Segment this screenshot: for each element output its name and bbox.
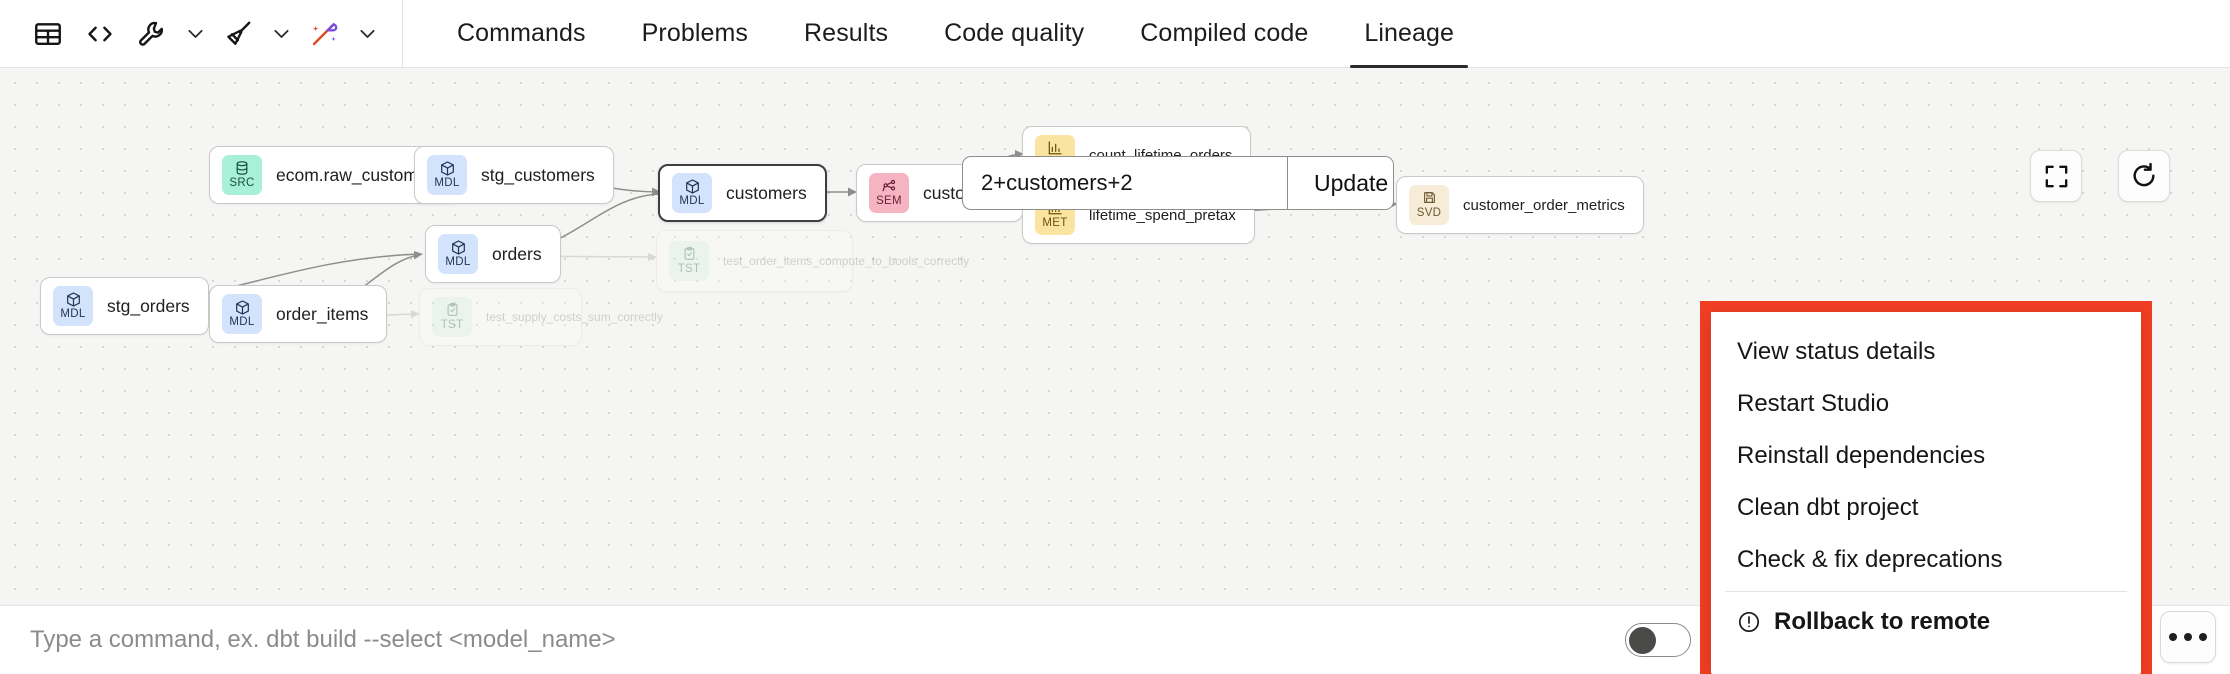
broom-icon[interactable] xyxy=(212,8,264,60)
tab-lineage[interactable]: Lineage xyxy=(1336,0,1482,68)
selector-input[interactable] xyxy=(963,157,1287,209)
graph-node-stg-customers[interactable]: MDL stg_customers xyxy=(414,146,614,204)
warning-circle-icon xyxy=(1737,610,1761,634)
ellipsis-dot xyxy=(2169,633,2177,641)
node-label: stg_customers xyxy=(481,164,595,185)
node-label: ecom.raw_customers xyxy=(276,164,443,185)
toggle-knob xyxy=(1628,626,1656,654)
badge-text: TST xyxy=(440,319,464,332)
cube-icon xyxy=(234,299,251,316)
code-view-icon[interactable] xyxy=(74,8,126,60)
sem-badge: SEM xyxy=(869,173,909,213)
ellipsis-dot xyxy=(2184,633,2192,641)
semantic-graph-icon xyxy=(881,178,897,195)
graph-node-orders[interactable]: MDL orders xyxy=(425,225,561,283)
node-label: order_items xyxy=(276,303,369,324)
tab-bar: Commands Problems Results Code quality C… xyxy=(403,0,1482,68)
magic-wand-chevron-down-icon[interactable] xyxy=(350,8,384,60)
defer-toggle[interactable] xyxy=(1624,623,1691,657)
menu-item-check-fix-deprecations[interactable]: Check & fix deprecations xyxy=(1711,534,2141,586)
menu-item-label: View status details xyxy=(1737,338,1936,365)
fullscreen-button[interactable] xyxy=(2030,150,2082,202)
tab-code-quality[interactable]: Code quality xyxy=(944,19,1085,47)
selector-search-bar: Update Graph xyxy=(962,156,1394,210)
badge-text: MDL xyxy=(445,256,471,269)
tab-results[interactable]: Results xyxy=(804,19,889,47)
wrench-icon[interactable] xyxy=(126,8,178,60)
badge-text: MDL xyxy=(434,177,460,190)
badge-text: SVD xyxy=(1416,207,1442,220)
mdl-badge: MDL xyxy=(53,286,93,326)
tab-problems[interactable]: Problems xyxy=(641,19,749,47)
menu-item-rollback-to-remote[interactable]: Rollback to remote xyxy=(1711,596,2141,648)
tab-compiled-code[interactable]: Compiled code xyxy=(1140,19,1309,47)
icon-toolbar xyxy=(0,0,403,68)
menu-item-label: Restart Studio xyxy=(1737,390,1890,417)
save-disk-icon xyxy=(1422,190,1437,207)
menu-item-clean-dbt-project[interactable]: Clean dbt project xyxy=(1711,482,2141,534)
clipboard-check-icon xyxy=(445,302,460,319)
wrench-chevron-down-icon[interactable] xyxy=(178,8,212,60)
mdl-badge: MDL xyxy=(672,173,712,213)
badge-text: SRC xyxy=(229,177,255,190)
graph-node-customer-order-metrics[interactable]: SVD customer_order_metrics xyxy=(1396,176,1644,234)
badge-text: SEM xyxy=(876,195,902,208)
mdl-badge: MDL xyxy=(438,234,478,274)
more-options-button[interactable] xyxy=(2160,611,2216,663)
ellipsis-dot xyxy=(2199,633,2207,641)
node-label: test_supply_costs_sum_correctly xyxy=(486,310,663,324)
node-label: stg_orders xyxy=(107,295,190,316)
cube-icon xyxy=(450,239,467,256)
menu-divider xyxy=(1725,591,2127,592)
graph-node-customers-model[interactable]: MDL customers xyxy=(658,164,827,222)
cube-icon xyxy=(439,160,456,177)
badge-text: TST xyxy=(677,263,701,276)
node-label: customers xyxy=(726,182,807,203)
studio-context-menu: View status details Restart Studio Reins… xyxy=(1711,312,2141,674)
menu-item-label: Rollback to remote xyxy=(1774,608,1991,635)
database-icon xyxy=(234,160,250,177)
graph-node-order-items[interactable]: MDL order_items xyxy=(209,285,388,343)
svd-badge: SVD xyxy=(1409,185,1449,225)
command-input[interactable] xyxy=(22,626,1625,654)
bar-chart-icon xyxy=(1047,140,1063,157)
tst-badge: TST xyxy=(432,297,472,337)
menu-item-label: Reinstall dependencies xyxy=(1737,442,1986,469)
magic-wand-icon[interactable] xyxy=(298,8,350,60)
graph-node-test-order-items[interactable]: TST test_order_items_compute_to_bools_co… xyxy=(656,230,970,292)
badge-text: MDL xyxy=(60,308,86,321)
badge-text: MET xyxy=(1042,217,1068,230)
refresh-button[interactable] xyxy=(2118,150,2170,202)
table-view-icon[interactable] xyxy=(22,8,74,60)
src-badge: SRC xyxy=(222,155,262,195)
cube-icon xyxy=(65,291,82,308)
mdl-badge: MDL xyxy=(427,155,467,195)
graph-node-stg-orders[interactable]: MDL stg_orders xyxy=(40,277,209,335)
top-toolbar: Commands Problems Results Code quality C… xyxy=(0,0,2230,68)
menu-item-restart-studio[interactable]: Restart Studio xyxy=(1711,378,2141,430)
menu-item-label: Check & fix deprecations xyxy=(1737,546,2003,573)
graph-node-test-supply-costs[interactable]: TST test_supply_costs_sum_correctly xyxy=(419,288,663,346)
node-label: lifetime_spend_pretax xyxy=(1089,206,1236,224)
cube-icon xyxy=(684,178,701,195)
tst-badge: TST xyxy=(669,241,709,281)
node-label: orders xyxy=(492,243,542,264)
update-graph-button[interactable]: Update Graph xyxy=(1287,157,1393,209)
badge-text: MDL xyxy=(679,195,705,208)
menu-item-label: Clean dbt project xyxy=(1737,494,1919,521)
broom-chevron-down-icon[interactable] xyxy=(264,8,298,60)
menu-item-reinstall-dependencies[interactable]: Reinstall dependencies xyxy=(1711,430,2141,482)
tab-commands[interactable]: Commands xyxy=(457,19,586,47)
badge-text: MDL xyxy=(229,316,255,329)
node-label: customer_order_metrics xyxy=(1463,196,1625,214)
clipboard-check-icon xyxy=(682,246,697,263)
mdl-badge: MDL xyxy=(222,294,262,334)
node-label: test_order_items_compute_to_bools_correc… xyxy=(723,253,970,268)
menu-item-view-status-details[interactable]: View status details xyxy=(1711,326,2141,378)
